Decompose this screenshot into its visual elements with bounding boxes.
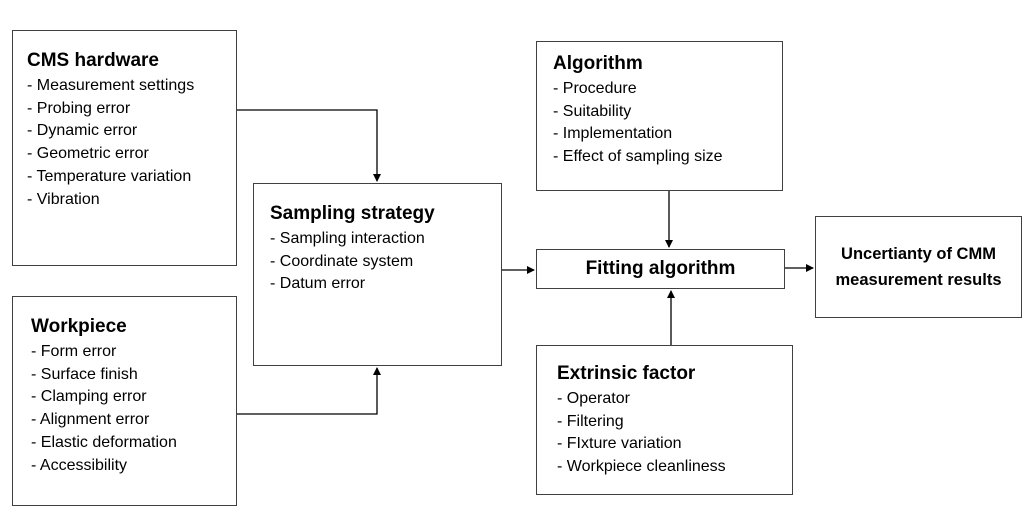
- list-item: Dynamic error: [27, 120, 236, 143]
- arrow-cms-to-sampling: [237, 109, 381, 182]
- sampling-strategy-box: Sampling strategy Sampling interaction C…: [253, 183, 502, 366]
- list-item: Surface finish: [31, 364, 236, 387]
- fitting-algorithm-box: Fitting algorithm: [536, 249, 785, 289]
- sampling-strategy-title: Sampling strategy: [270, 203, 435, 224]
- list-item: Geometric error: [27, 143, 236, 166]
- cms-hardware-list: Measurement settings Probing error Dynam…: [27, 75, 236, 211]
- list-item: Datum error: [270, 273, 501, 296]
- list-item: Clamping error: [31, 386, 236, 409]
- algorithm-list: Procedure Suitability Implementation Eff…: [553, 78, 782, 169]
- workpiece-box: Workpiece Form error Surface finish Clam…: [12, 296, 237, 506]
- list-item: Suitability: [553, 101, 782, 124]
- list-item: Workpiece cleanliness: [557, 456, 792, 479]
- list-item: Filtering: [557, 411, 792, 434]
- workpiece-list: Form error Surface finish Clamping error…: [31, 341, 236, 477]
- uncertainty-title: Uncertianty of CMM measurement results: [835, 245, 1002, 289]
- arrow-workpiece-to-sampling: [237, 367, 381, 415]
- cms-hardware-box: CMS hardware Measurement settings Probin…: [12, 30, 237, 266]
- list-item: Measurement settings: [27, 75, 236, 98]
- list-item: Procedure: [553, 78, 782, 101]
- list-item: Coordinate system: [270, 251, 501, 274]
- workpiece-title: Workpiece: [31, 316, 127, 337]
- list-item: Implementation: [553, 123, 782, 146]
- list-item: Form error: [31, 341, 236, 364]
- list-item: Probing error: [27, 98, 236, 121]
- cms-hardware-title: CMS hardware: [27, 50, 159, 71]
- extrinsic-factor-list: Operator Filtering FIxture variation Wor…: [557, 388, 792, 479]
- list-item: Accessibility: [31, 455, 236, 478]
- extrinsic-factor-title: Extrinsic factor: [557, 363, 696, 384]
- algorithm-box: Algorithm Procedure Suitability Implemen…: [536, 41, 783, 191]
- uncertainty-box: Uncertianty of CMM measurement results: [815, 216, 1022, 318]
- algorithm-title: Algorithm: [553, 53, 643, 74]
- list-item: Alignment error: [31, 409, 236, 432]
- list-item: Effect of sampling size: [553, 146, 782, 169]
- list-item: Sampling interaction: [270, 228, 501, 251]
- list-item: Elastic deformation: [31, 432, 236, 455]
- extrinsic-factor-box: Extrinsic factor Operator Filtering FIxt…: [536, 345, 793, 495]
- list-item: Temperature variation: [27, 166, 236, 189]
- list-item: Operator: [557, 388, 792, 411]
- list-item: FIxture variation: [557, 433, 792, 456]
- fitting-algorithm-title: Fitting algorithm: [585, 258, 736, 279]
- sampling-strategy-list: Sampling interaction Coordinate system D…: [270, 228, 501, 296]
- list-item: Vibration: [27, 189, 236, 212]
